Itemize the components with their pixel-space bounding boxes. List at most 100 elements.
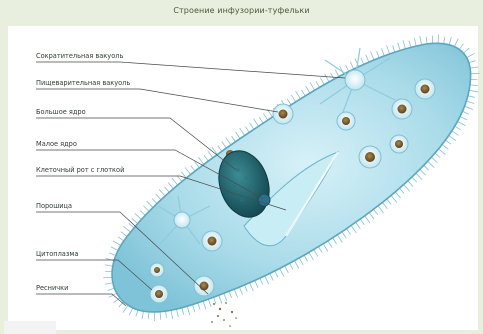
cilium (467, 53, 475, 57)
cilium (245, 285, 248, 291)
cilium (178, 176, 182, 181)
cilium (176, 309, 178, 317)
cilium (265, 276, 269, 284)
cilium (234, 289, 237, 297)
cilium (111, 247, 118, 251)
cilium (403, 40, 405, 49)
cilium (166, 311, 167, 318)
cilium (431, 157, 437, 162)
cilium (301, 90, 305, 96)
cilium (105, 265, 113, 266)
cilium (136, 310, 138, 317)
label-contractile-vacuole: Сократительная вакуоль (36, 52, 123, 60)
cilium (208, 299, 211, 307)
cilium (249, 123, 253, 130)
cilium (426, 37, 427, 44)
cilium (236, 132, 240, 139)
cilium (320, 78, 324, 85)
cilium (203, 301, 206, 309)
cilium (229, 291, 232, 298)
label-cytoproct: Порошица (36, 202, 72, 210)
cilium (469, 61, 476, 63)
cilium (414, 38, 416, 46)
cilium (193, 305, 195, 313)
cilium (428, 161, 435, 167)
cilium (259, 117, 263, 123)
corner-box (4, 321, 56, 334)
cilium (459, 44, 463, 50)
cilium (255, 281, 258, 288)
cilium (123, 305, 128, 312)
cilium (160, 312, 161, 320)
cilium (420, 36, 422, 45)
cilium (124, 226, 131, 232)
cilium (152, 199, 157, 204)
cilium (466, 101, 474, 103)
cilium (463, 48, 469, 53)
cilium (445, 140, 451, 144)
cilium (455, 126, 461, 130)
label-cell-mouth: Клеточный рот с глоткой (36, 166, 124, 174)
cilium (222, 142, 227, 149)
cilium (371, 52, 374, 60)
cilium (306, 86, 310, 93)
cilium (365, 216, 370, 223)
cilium (470, 79, 477, 80)
cilium (442, 144, 448, 149)
cilium (420, 169, 426, 175)
cilium (294, 261, 298, 269)
cilium (140, 211, 145, 216)
cilium (470, 85, 478, 86)
cilium (462, 111, 468, 114)
cilium (323, 244, 328, 252)
cilium (309, 252, 314, 260)
cilium (171, 310, 173, 319)
cilium (468, 96, 475, 98)
cilium (226, 138, 231, 145)
cilium (435, 153, 440, 158)
cilium (382, 48, 385, 55)
cilium (465, 106, 473, 109)
cilium (113, 241, 121, 246)
cilium (219, 295, 222, 303)
cilium (316, 81, 320, 87)
cilium (335, 70, 339, 77)
cilium (449, 37, 451, 45)
cilium (287, 99, 291, 105)
cilium (105, 271, 112, 272)
cilium (187, 306, 190, 315)
cilium (331, 73, 334, 79)
cilium (232, 136, 236, 142)
cilium (393, 45, 395, 52)
cilium (351, 226, 356, 233)
cilium (470, 67, 478, 68)
cilium (319, 247, 323, 253)
cilium (398, 43, 400, 51)
cilium (263, 113, 267, 120)
label-cytoplasm: Цитоплазма (36, 250, 78, 258)
cilium (361, 58, 364, 64)
cilium (148, 312, 149, 319)
cilium (347, 229, 351, 235)
cilium (121, 232, 127, 237)
cilium (458, 121, 466, 125)
label-digestive-vacuole: Пищеварительная вакуоль (36, 79, 130, 87)
label-macronucleus: Большое ядро (36, 108, 86, 116)
cilium (346, 65, 349, 71)
cilium (374, 209, 378, 215)
cilium (333, 238, 337, 244)
cilium (391, 195, 397, 202)
cilium (378, 206, 383, 213)
cilium (105, 258, 114, 261)
cilium (250, 283, 254, 291)
cilium (142, 311, 143, 319)
cilium (108, 288, 115, 290)
cilium (224, 293, 227, 300)
cilium (109, 253, 115, 256)
cilium (132, 218, 138, 223)
cilium (404, 185, 410, 192)
cilium (208, 151, 213, 157)
cytoproct-debris (211, 302, 237, 327)
cilium (280, 268, 284, 276)
cilium (369, 213, 374, 219)
